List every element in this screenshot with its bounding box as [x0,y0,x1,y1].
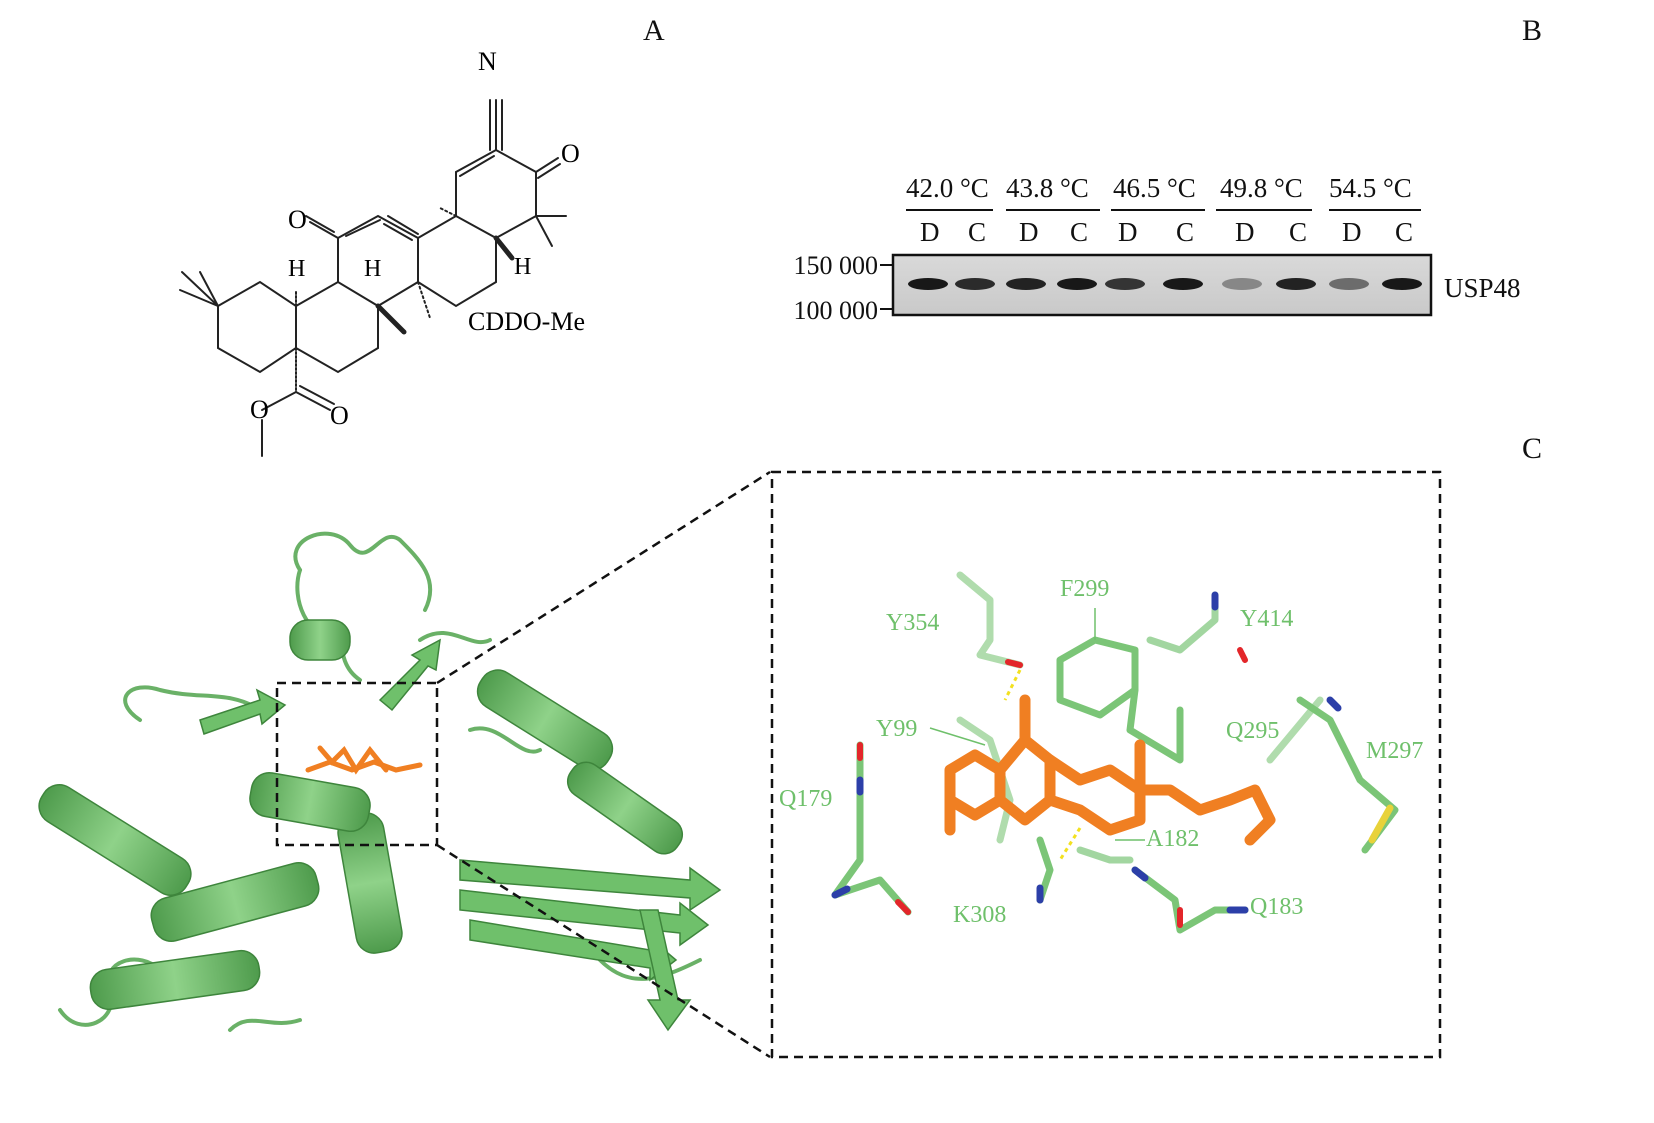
residue-label-f299: F299 [1060,576,1110,602]
residue-label-m297: M297 [1366,738,1424,764]
residue-label-q183: Q183 [1250,894,1304,920]
lane-label-3: D [1019,217,1039,247]
beta-strand [639,909,692,1032]
zoom-connector-bottom [436,843,771,1059]
beta-strand [199,688,287,735]
residue-label-y414: Y414 [1240,606,1294,632]
blot-band [908,278,948,290]
helix [476,669,614,771]
temp-label-4: 49.8 °C [1220,173,1303,203]
blot-band [955,278,995,290]
blot-band [1163,278,1203,290]
blot-band [1105,278,1145,290]
helix [249,772,371,832]
helix [150,862,320,942]
residue-label-y99: Y99 [876,716,918,742]
atom-h-9b: H [364,256,381,282]
beta-strand [459,859,722,912]
zoom-connector-top [436,470,771,685]
atom-h-9: H [288,256,305,282]
helix [289,619,351,661]
atom-n: N [478,47,497,76]
lane-label-5: D [1118,217,1138,247]
beta-strand [378,638,441,712]
lane-label-9: D [1342,217,1362,247]
atom-o-carbonyl: O [330,401,349,430]
lane-label-1: D [920,217,940,247]
temp-label-2: 43.8 °C [1006,173,1089,203]
compound-name: CDDO-Me [468,307,585,336]
helix [38,784,192,896]
panel-label-a: A [643,14,665,47]
panel-label-b: B [1522,14,1543,47]
residue-label-y354: Y354 [886,610,940,636]
ligand-overview [305,745,423,775]
panel-label-c: C [1522,432,1543,465]
zoom-detail-box [770,470,1442,1059]
residue-label-q295: Q295 [1226,718,1280,744]
lane-label-8: C [1289,217,1308,247]
helix [566,761,684,855]
lane-label-6: C [1176,217,1195,247]
temp-label-5: 54.5 °C [1329,173,1412,203]
atom-o-11: O [288,205,307,234]
lane-label-7: D [1235,217,1255,247]
atom-h-18: H [514,254,531,280]
blot-band [1057,278,1097,290]
residue-label-q179: Q179 [779,786,833,812]
helix [89,949,261,1011]
lane-label-10: C [1395,217,1414,247]
ligand-closeup [944,694,1276,846]
residue-label-k308: K308 [953,902,1007,928]
temp-label-1: 42.0 °C [906,173,989,203]
blot-band [1276,278,1316,290]
blot-band [1329,278,1369,290]
blot-band [1006,278,1046,290]
blot-band [1222,278,1262,290]
protein-label: USP48 [1444,273,1521,303]
residue-label-a182: A182 [1146,826,1200,852]
temp-label-3: 46.5 °C [1113,173,1196,203]
zoom-source-box [275,681,439,847]
lane-label-4: C [1070,217,1089,247]
blot-membrane [891,253,1433,317]
lane-label-2: C [968,217,987,247]
mw-marker-100k: 100 000 [793,296,879,325]
blot-band [1382,278,1422,290]
mw-marker-150k: 150 000 [793,251,879,280]
atom-o-ester: O [250,395,269,424]
helix [337,812,403,954]
beta-strand [459,889,710,947]
atom-o-ketone: O [561,139,580,168]
